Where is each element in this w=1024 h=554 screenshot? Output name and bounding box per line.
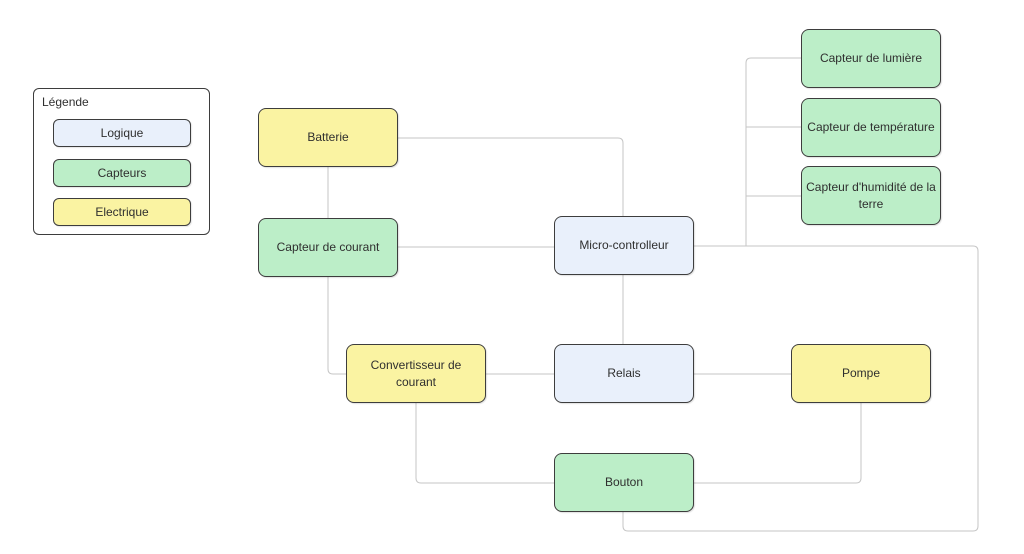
node-label: Micro-controlleur — [579, 238, 669, 253]
legend-item-logique[interactable]: Logique — [53, 119, 191, 147]
node-label: Capteur de courant — [276, 240, 380, 255]
edge-micro-controlleur-capteur-lumiere — [745, 57, 801, 246]
node-capteur-de-temperature[interactable]: Capteur de température — [801, 98, 941, 157]
legend-item-label: Logique — [100, 126, 144, 140]
node-pompe[interactable]: Pompe — [791, 344, 931, 403]
node-label: Convertisseur de courant — [370, 358, 462, 389]
legend-item-electrique[interactable]: Electrique — [53, 198, 191, 226]
node-convertisseur-de-courant[interactable]: Convertisseur de courant — [346, 344, 486, 403]
node-label: Relais — [607, 366, 641, 381]
edge-convertisseur-bouton — [415, 403, 554, 484]
node-label: Pompe — [841, 366, 881, 381]
node-batterie[interactable]: Batterie — [258, 108, 398, 167]
edge-bouton-pompe — [694, 403, 862, 484]
legend-item-label: Electrique — [95, 205, 149, 219]
node-label: Batterie — [307, 130, 349, 145]
legend-item-capteurs[interactable]: Capteurs — [53, 159, 191, 187]
node-label: Bouton — [604, 475, 644, 490]
node-label: Capteur d'humidité de la terre — [806, 180, 936, 211]
legend-box[interactable]: Légende Logique Capteurs Electrique — [33, 88, 210, 235]
edge-capteur-courant-convertisseur — [327, 277, 346, 375]
edge-micro-controlleur-bouton — [622, 245, 979, 532]
node-bouton[interactable]: Bouton — [554, 453, 694, 512]
legend-item-label: Capteurs — [97, 166, 147, 180]
edge-batterie-micro-controlleur — [398, 137, 624, 216]
node-relais[interactable]: Relais — [554, 344, 694, 403]
node-label: Capteur de température — [807, 120, 935, 135]
node-capteur-de-lumiere[interactable]: Capteur de lumière — [801, 29, 941, 88]
node-capteur-de-courant[interactable]: Capteur de courant — [258, 218, 398, 277]
node-label: Capteur de lumière — [819, 51, 923, 66]
legend-title: Légende — [42, 95, 89, 109]
node-micro-controlleur[interactable]: Micro-controlleur — [554, 216, 694, 275]
node-capteur-humidite-terre[interactable]: Capteur d'humidité de la terre — [801, 166, 941, 225]
